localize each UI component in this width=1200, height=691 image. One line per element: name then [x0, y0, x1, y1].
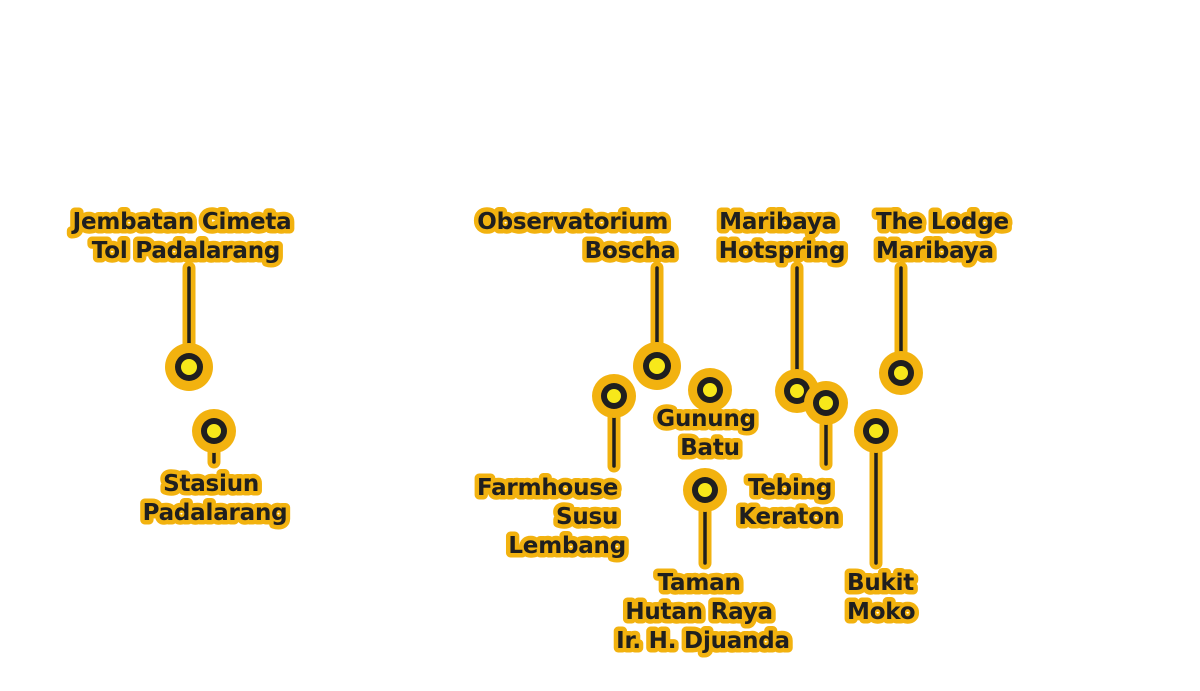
place-marker-gunung-batu[interactable]: Gunung Batu	[652, 368, 763, 466]
place-label: Maribaya Hotspring	[719, 209, 845, 264]
place-marker-farmhouse-susu-lembang[interactable]: Farmhouse Susu Lembang	[472, 374, 636, 564]
place-label: Tebing Keraton	[738, 475, 840, 530]
place-label: Farmhouse Susu Lembang	[477, 475, 626, 559]
place-label: Bukit Moko	[847, 570, 922, 625]
place-label: Gunung Batu	[656, 406, 763, 461]
place-label: Stasiun Padalarang	[143, 471, 288, 526]
place-label: The Lodge Maribaya	[876, 209, 1017, 264]
place-marker-bukit-moko[interactable]: Bukit Moko	[843, 409, 922, 630]
place-marker-tebing-keraton[interactable]: Tebing Keraton	[734, 381, 848, 535]
place-label: Jembatan Cimeta Tol Padalarang	[71, 209, 300, 264]
place-marker-the-lodge-maribaya[interactable]: The Lodge Maribaya	[872, 205, 1017, 395]
place-marker-maribaya-hotspring[interactable]: Maribaya Hotspring	[714, 205, 850, 413]
place-label: Observatorium Boscha	[477, 209, 676, 264]
place-marker-observatorium-boscha[interactable]: Observatorium Boscha	[473, 205, 681, 390]
place-marker-jembatan-cimeta[interactable]: Jembatan Cimeta Tol Padalarang	[66, 205, 300, 391]
place-marker-taman-hutan-raya[interactable]: Taman Hutan Raya Ir. H. Djuanda	[612, 468, 795, 659]
place-marker-stasiun-padalarang[interactable]: Stasiun Padalarang	[138, 409, 292, 531]
place-label: Taman Hutan Raya Ir. H. Djuanda	[616, 570, 790, 654]
